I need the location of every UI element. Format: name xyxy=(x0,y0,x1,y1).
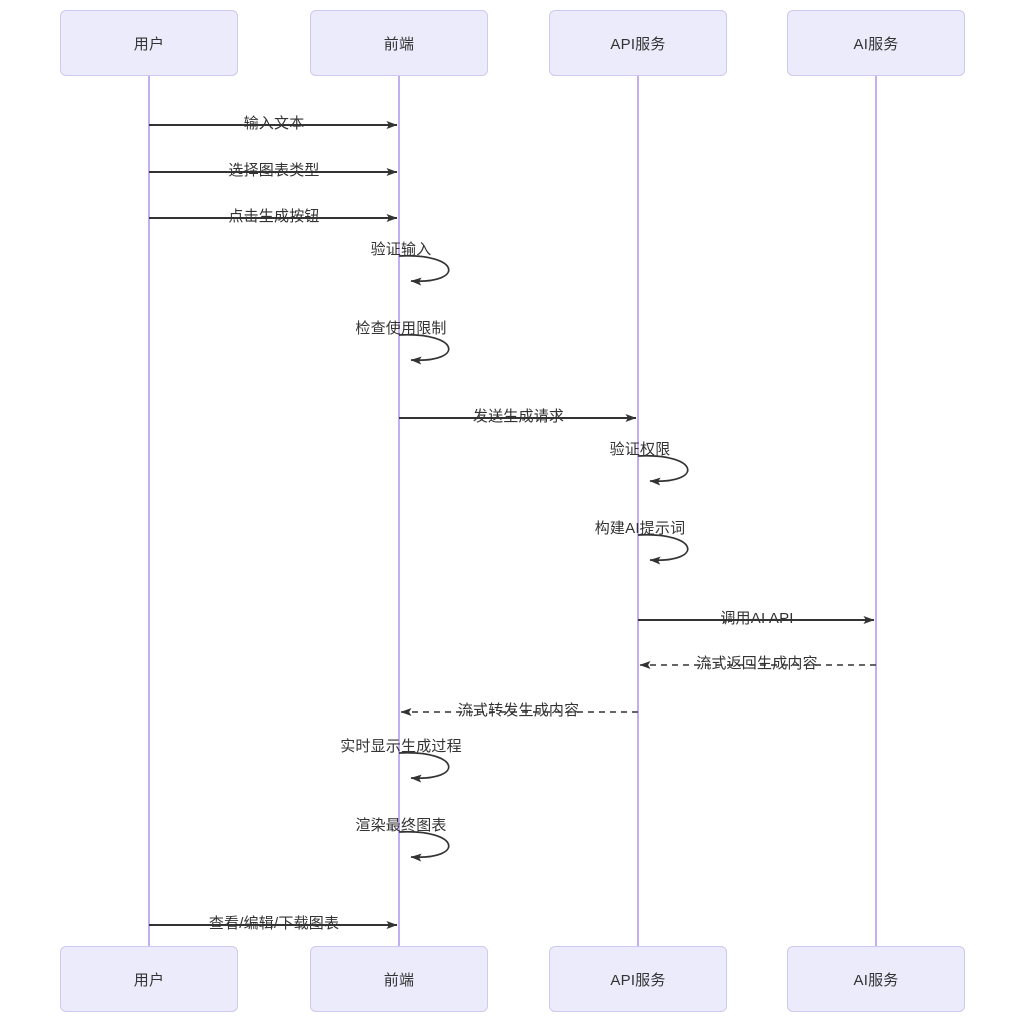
self-message-arrow-7 xyxy=(637,534,689,565)
message-label-13: 查看/编辑/下载图表 xyxy=(208,915,340,932)
arrows-group xyxy=(149,121,876,929)
self-message-arrow-4 xyxy=(398,334,450,365)
message-label-3: 验证输入 xyxy=(370,241,432,258)
message-label-6: 验证权限 xyxy=(609,441,671,458)
participant-label-frontend: 前端 xyxy=(383,971,415,989)
participant-box-user-bottom[interactable]: 用户 xyxy=(60,946,238,1012)
participant-label-api: API服务 xyxy=(610,35,666,53)
self-message-arrow-6 xyxy=(637,455,689,486)
participant-box-api-top[interactable]: API服务 xyxy=(549,10,727,76)
participant-label-user: 用户 xyxy=(133,971,165,989)
participant-label-ai: AI服务 xyxy=(853,35,899,53)
message-label-4: 检查使用限制 xyxy=(355,320,447,337)
participant-label-api: API服务 xyxy=(610,971,666,989)
self-message-arrow-11 xyxy=(398,752,450,783)
self-message-arrow-12 xyxy=(398,831,450,862)
message-label-7: 构建AI提示词 xyxy=(594,520,686,537)
participant-label-frontend: 前端 xyxy=(383,35,415,53)
participant-box-frontend-bottom[interactable]: 前端 xyxy=(310,946,488,1012)
message-label-9: 流式返回生成内容 xyxy=(696,655,818,672)
message-label-0: 输入文本 xyxy=(243,115,305,132)
message-label-5: 发送生成请求 xyxy=(472,408,565,425)
message-label-1: 选择图表类型 xyxy=(228,162,320,179)
participant-box-ai-bottom[interactable]: AI服务 xyxy=(787,946,965,1012)
message-label-8: 调用AI API xyxy=(720,610,794,627)
message-label-2: 点击生成按钮 xyxy=(228,208,320,225)
message-label-11: 实时显示生成过程 xyxy=(340,738,462,755)
participant-label-user: 用户 xyxy=(133,35,165,53)
message-label-12: 渲染最终图表 xyxy=(355,817,447,834)
participant-box-user-top[interactable]: 用户 xyxy=(60,10,238,76)
participant-box-api-bottom[interactable]: API服务 xyxy=(549,946,727,1012)
participant-box-ai-top[interactable]: AI服务 xyxy=(787,10,965,76)
participant-label-ai: AI服务 xyxy=(853,971,899,989)
message-label-10: 流式转发生成内容 xyxy=(457,702,580,719)
self-message-arrow-3 xyxy=(398,255,450,286)
lifelines-group xyxy=(148,76,877,946)
participant-box-frontend-top[interactable]: 前端 xyxy=(310,10,488,76)
